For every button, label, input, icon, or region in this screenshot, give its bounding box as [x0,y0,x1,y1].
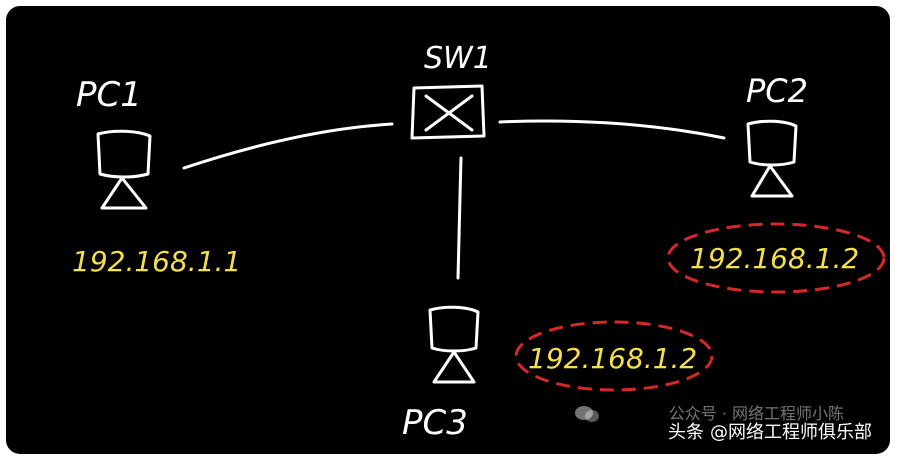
diagram-canvas: SW1 PC1 192.168.1.1 PC2 192.168.1.2 PC3 … [6,6,890,454]
switch-icon [410,84,486,140]
pc3-label: PC3 [402,403,468,443]
pc3-ip-highlight-circle [514,320,714,392]
pc1-label: PC1 [76,75,142,115]
watermark-handle: @网络工程师俱乐部 [710,422,872,443]
pc1-computer-icon [96,129,152,210]
pc2-computer-icon [746,119,798,198]
link-sw1-pc2 [498,119,726,140]
pc1-ip-label: 192.168.1.1 [72,245,241,278]
pc3-computer-icon [428,305,480,384]
network-topology-sketch: SW1 PC1 192.168.1.1 PC2 192.168.1.2 PC3 … [72,41,886,443]
pc2-ip-highlight-circle [666,222,886,294]
watermark: 头条 @网络工程师俱乐部 [668,418,872,444]
sw1-label: SW1 [424,41,492,76]
watermark-brand: 头条 [668,422,704,443]
wechat-icon [575,406,599,422]
pc2-label: PC2 [746,72,808,110]
link-sw1-pc3 [456,156,463,280]
pc3-ip-label: 192.168.1.2 [528,342,697,375]
link-pc1-sw1 [182,122,394,170]
watermark-faint-text: 公众号 · 网络工程师小陈 [668,404,844,423]
pc2-ip-label: 192.168.1.2 [690,242,859,275]
